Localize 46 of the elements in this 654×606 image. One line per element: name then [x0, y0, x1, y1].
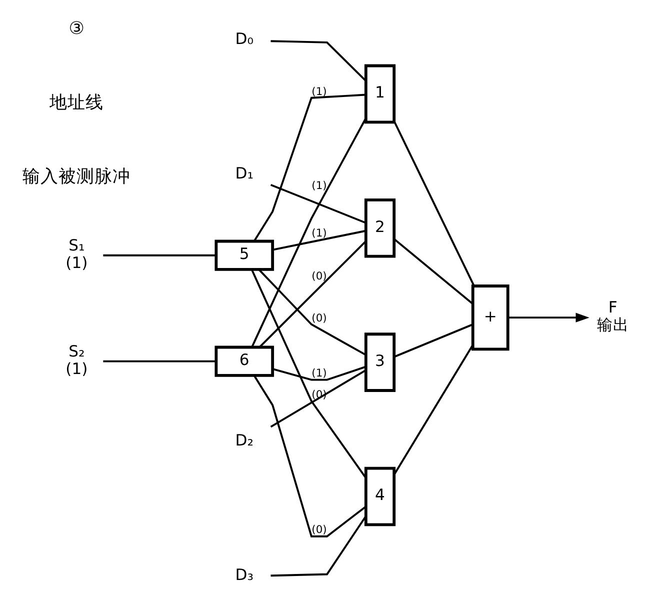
connector [393, 324, 473, 358]
node-box: + [470, 284, 509, 351]
label: 输入被测脉冲 [22, 166, 130, 187]
edge-label: (1) [311, 179, 326, 192]
connector [102, 254, 216, 256]
connector [270, 369, 366, 428]
node-text: S₁ [68, 236, 84, 254]
connector [258, 268, 366, 356]
node-text: S₂ [68, 342, 84, 360]
edge-label: (1) [311, 84, 326, 98]
connector [272, 230, 366, 251]
node-text: D₀ [234, 30, 253, 48]
edge-label: (0) [311, 269, 326, 282]
arrow [508, 312, 589, 322]
node-text: D₂ [234, 432, 253, 450]
node-box: 6 [214, 346, 274, 377]
node-box: 2 [364, 198, 396, 258]
connector [270, 40, 366, 82]
node-box: 1 [364, 64, 396, 124]
connector [252, 375, 366, 538]
connector [270, 516, 366, 577]
node-text: D₁ [234, 164, 253, 182]
edge-label: (0) [311, 523, 326, 536]
connector [392, 344, 474, 476]
connector [250, 269, 366, 478]
edge-label: (0) [311, 311, 326, 324]
connector [102, 360, 216, 362]
connector [392, 120, 474, 286]
label: 地址线 [49, 92, 104, 113]
connector [250, 118, 366, 348]
edge-label: (1) [311, 226, 326, 240]
node-label: (1) [65, 254, 88, 272]
node-box: 4 [364, 466, 396, 526]
node-box: 3 [364, 332, 396, 392]
node-text: D₃ [234, 566, 253, 584]
node-label: 输出 [596, 316, 628, 334]
connector [270, 184, 366, 224]
label: ③ [68, 19, 84, 40]
connector [393, 238, 473, 305]
node-box: 5 [214, 240, 274, 271]
connector [258, 240, 366, 348]
node-text: F [608, 298, 617, 317]
node-label: (1) [65, 360, 88, 378]
connector [252, 94, 366, 242]
edge-label: (1) [311, 366, 326, 380]
connector [272, 366, 366, 381]
